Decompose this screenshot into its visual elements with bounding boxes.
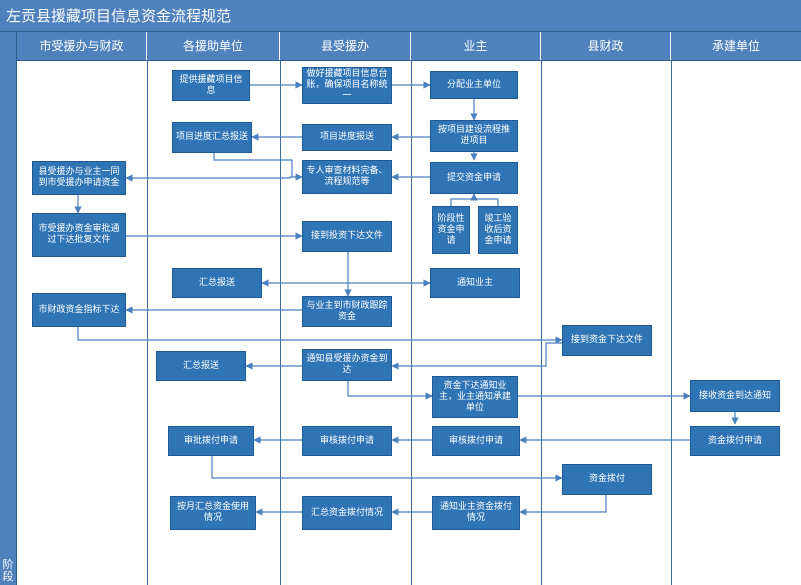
stage-label: 阶段: [2, 558, 14, 583]
arrow-approve1-to-disburse: [211, 456, 563, 482]
node-submit-fund: 提交资金申请: [430, 162, 518, 194]
node-notify-pay: 通知业主资金拨付情况: [432, 496, 520, 530]
node-notify-arrival: 通知县受援办资金到达: [302, 349, 392, 381]
arrow-notify-to-contractor: [347, 381, 433, 400]
lane-header-aid-units: 各援助单位: [147, 32, 280, 60]
node-build-process: 按项目建设流程推进项目: [430, 120, 518, 152]
stage-column: 阶段: [0, 32, 17, 585]
node-approve-pay-1: 审批拨付申请: [168, 426, 254, 456]
node-joint-apply: 县受援办与业主一同到市受援办申请资金: [32, 161, 126, 195]
node-apply-pay: 资金拨付申请: [690, 426, 780, 456]
lane-header-owner: 业主: [411, 32, 541, 60]
node-summary-report-1: 汇总报送: [172, 268, 262, 298]
arrow-final-up: [474, 198, 499, 206]
arrow-disburse-to-notify-pay: [519, 495, 607, 516]
node-ledger: 做好援藏项目信息台账，确保项目名称统一: [302, 67, 392, 104]
node-assign-owner: 分配业主单位: [430, 71, 518, 99]
node-approve-issue: 市受援办资金审批通过下达批复文件: [32, 213, 126, 257]
arrow-stage-up: [450, 193, 478, 206]
node-final-fund: 竣工验收后资金申请: [478, 206, 518, 254]
arrow-review-to-joint: [125, 174, 302, 182]
node-review-materials: 专人审查材料完备、流程规范等: [302, 160, 392, 194]
lane-header-city: 市受援办与财政: [17, 32, 147, 60]
node-finance-issue: 市财政资金指标下达: [32, 293, 126, 327]
lane-divider: [671, 60, 672, 585]
lane-header-contractor: 承建单位: [671, 32, 801, 60]
header-divider: [17, 60, 801, 61]
lane-header-county-office: 县受援办: [280, 32, 411, 60]
node-track-funds: 与业主到市财政跟踪资金: [302, 296, 392, 327]
lane-header-county-finance: 县财政: [541, 32, 671, 60]
lane-divider: [280, 60, 281, 585]
node-progress-summary: 项目进度汇总报送: [172, 122, 252, 153]
node-summary-pay: 汇总资金拨付情况: [302, 496, 392, 530]
lane-divider: [411, 60, 412, 585]
node-review-pay-3: 审核拨付申请: [432, 426, 520, 456]
node-review-pay-2: 审核拨付申请: [302, 426, 392, 456]
arrow-invest-to-summary1: [261, 252, 349, 287]
node-notify-contractor: 资金下达通知业主，业主通知承建单位: [432, 376, 518, 418]
node-monthly-report: 按月汇总资金使用情况: [170, 496, 256, 530]
lane-divider: [147, 60, 148, 585]
lane-divider: [541, 60, 542, 585]
node-notify-owner: 通知业主: [430, 268, 520, 298]
arrow-summary-to-review: [213, 153, 303, 181]
arrow-finance-to-receive: [77, 327, 563, 344]
chart-title: 左贡县援藏项目信息资金流程规范: [0, 0, 801, 32]
node-stage-fund: 阶段性资金申请: [432, 206, 470, 254]
node-progress-report: 项目进度报送: [302, 124, 392, 151]
arrow-receive-to-notify-arrival: [391, 342, 562, 370]
node-receive-arrival: 接收资金到达通知: [690, 380, 780, 412]
node-fund-disburse: 资金拨付: [562, 464, 652, 495]
node-summary-report-2: 汇总报送: [156, 351, 246, 381]
node-receive-invest: 接到投资下达文件: [302, 221, 392, 252]
node-receive-fund-doc: 接到资金下达文件: [562, 325, 652, 356]
node-provide-info: 提供援藏项目信息: [172, 70, 250, 101]
